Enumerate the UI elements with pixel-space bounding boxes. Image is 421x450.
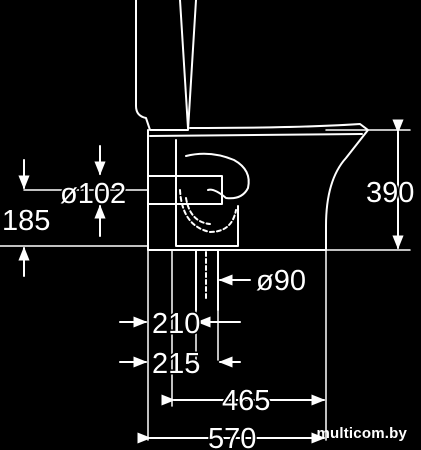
trap-curve (175, 139, 239, 247)
ext-lines (0, 129, 411, 441)
cistern-outline (135, 0, 197, 131)
trap-inner (179, 189, 237, 233)
cistern-front (179, 0, 189, 129)
inlet-pipe (147, 175, 223, 205)
trap-inner-2 (185, 197, 211, 225)
dim-570-label: 570 (208, 423, 256, 450)
watermark: multicom.by (316, 425, 407, 442)
outlet-pipe (195, 249, 219, 311)
dim-215-label: 215 (152, 348, 200, 380)
trap-outer (185, 152, 250, 200)
dim-465-label: 465 (222, 385, 270, 417)
dim-185-label: 185 (2, 205, 50, 237)
dim-390-label: 390 (366, 177, 414, 209)
dim-102-label: ø102 (60, 178, 126, 210)
dim-210-label: 210 (152, 308, 200, 340)
bowl-outline (147, 123, 369, 251)
bowl-seat-line (149, 133, 363, 137)
dim-90-label: ø90 (256, 265, 306, 297)
